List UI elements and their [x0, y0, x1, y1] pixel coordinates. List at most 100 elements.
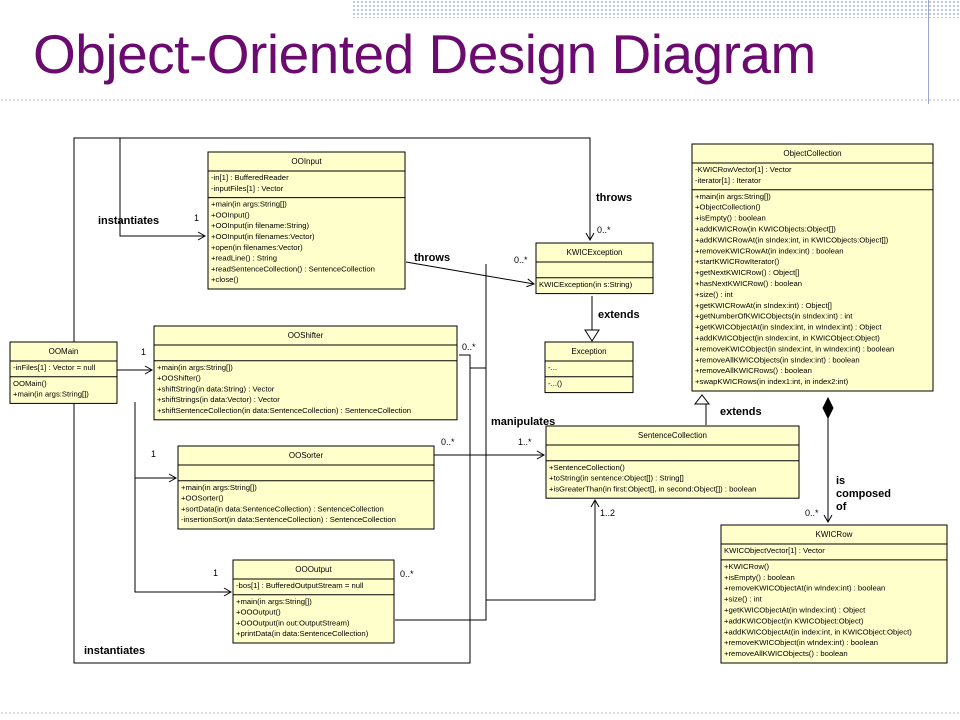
ooshifter-dependency-line: [459, 354, 486, 369]
class-operation: +readSentenceCollection() : SentenceColl…: [211, 264, 375, 273]
class-objectcollection: ObjectCollection -KWICRowVector[1] : Vect…: [691, 143, 934, 392]
class-name: Exception: [571, 347, 606, 356]
class-name: OOShifter: [288, 331, 324, 340]
class-operation: +removeKWICObject(in wIndex:int) : boole…: [724, 638, 878, 647]
multiplicity-sc-many: 1..*: [518, 437, 532, 447]
class-box-sentencecollection: [545, 425, 800, 499]
class-operation: +startKWICRowIterator(): [695, 257, 780, 266]
class-box-kwicrow: [720, 524, 948, 664]
class-operation: +getNextKWICRow() : Object[]: [695, 268, 799, 277]
class-operation: +size() : int: [724, 595, 763, 604]
class-ooinput: OOInput-in[1] : BufferedReader-inputFile…: [207, 151, 406, 290]
class-box-objectcollection: [691, 143, 934, 392]
class-attribute: -KWICRowVector[1] : Vector: [695, 165, 792, 174]
class-attribute: -in[1] : BufferedReader: [211, 173, 289, 182]
extends-label-collection: extends: [720, 406, 762, 418]
instantiates-label-top: instantiates: [98, 215, 159, 227]
class-operation: +OOInput(): [211, 210, 250, 219]
multiplicity-sorter-one: 1: [151, 449, 156, 459]
is-composed-of-label-3: of: [836, 501, 847, 513]
class-oooutput: OOOutput-bos[1] : BufferedOutputStream =…: [232, 559, 395, 644]
class-attribute: -bos[1] : BufferedOutputStream = null: [236, 581, 364, 590]
class-operation: +sortData(in data:SentenceCollection) : …: [181, 504, 384, 513]
class-box-oomain: [9, 341, 118, 404]
manipulates-label: manipulates: [491, 416, 555, 428]
extends-collection-arrowhead: [693, 394, 711, 405]
class-operation: +main(in args:String[]): [695, 192, 771, 201]
class-operation: +SentenceCollection(): [549, 463, 625, 472]
class-operation: +addKWICObjectAt(in index:int, in KWICOb…: [724, 627, 912, 636]
class-box-ooshifter: [153, 325, 458, 421]
oomain-to-oooutput-line: [134, 478, 233, 597]
class-operation: +hasNextKWICRow() : boolean: [695, 279, 802, 288]
class-operation: +getKWICRowAt(in sIndex:int) : Object[]: [695, 301, 832, 310]
class-operation: +addKWICRow(in KWICObjects:Object[]): [695, 225, 836, 234]
class-operation: +readLine() : String: [211, 254, 277, 263]
class-oomain: OOMain -inFiles[1] : Vector = nullOOMain(…: [9, 341, 118, 404]
class-operation: +shiftStrings(in data:Vector) : Vector: [157, 395, 280, 404]
class-name: KWICRow: [816, 530, 853, 539]
class-attribute: -inFiles[1] : Vector = null: [13, 363, 96, 372]
class-operation: +main(in args:String[]): [13, 390, 89, 399]
class-operation: +removeKWICRowAt(in index:int) : boolean: [695, 246, 843, 255]
class-operation: +swapKWICRows(in index1:int, in index2:i…: [695, 377, 849, 386]
instantiates-label-bottom: instantiates: [84, 645, 145, 657]
class-operation: +OOInput(in filename:String): [211, 221, 310, 230]
class-operation: +main(in args:String[]): [157, 363, 233, 372]
class-operation: +OOSorter(): [181, 494, 224, 503]
throws-from-ooinput-line: [405, 261, 535, 288]
class-name: OOMain: [49, 347, 79, 356]
class-operation: +getKWICObjectAt(in sIndex:int, in wInde…: [695, 323, 882, 332]
throws-from-frame-line: [74, 137, 595, 242]
class-sentencecollection: SentenceCollection+SentenceCollection()+…: [545, 425, 800, 499]
class-operation: +OOShifter(): [157, 374, 201, 383]
class-name: ObjectCollection: [783, 149, 841, 158]
composition-diamond: [822, 396, 834, 420]
class-operation: +main(in args:String[]): [236, 597, 312, 606]
class-operation: +size() : int: [695, 290, 734, 299]
extends-exception-arrowhead: [584, 329, 600, 342]
class-operation: +shiftString(in data:String) : Vector: [157, 384, 275, 393]
class-attribute: -iterator[1] : Iterator: [695, 176, 761, 185]
connector-lines: [73, 137, 834, 664]
multiplicity-shifter-many: 0..*: [462, 342, 476, 352]
class-oosorter: OOSorter+main(in args:String[])+OOSorter…: [177, 445, 435, 530]
is-composed-of-label-1: is: [836, 475, 845, 487]
class-operation: +toString(in sentence:Object[]) : String…: [549, 474, 684, 483]
title-divider: [0, 99, 960, 101]
class-operation: +removeAllKWICRows() : boolean: [695, 366, 812, 375]
multiplicity-input-one: 1: [194, 213, 199, 223]
bus-to-sentencecollection-line: [486, 498, 600, 601]
is-composed-of-label-2: composed: [836, 488, 891, 500]
class-operation: +open(in filenames:Vector): [211, 243, 303, 252]
class-operation: +removeKWICObject(in sIndex:int, in wInd…: [695, 344, 894, 353]
class-operation: +main(in args:String[]): [211, 200, 287, 209]
relationship-labels: instantiates instantiates throws throws …: [84, 192, 891, 657]
multiplicity-sorter-many: 0..*: [441, 437, 455, 447]
class-exception: Exception-...-...(): [544, 341, 634, 394]
extends-label-exception: extends: [598, 309, 640, 321]
right-bus-line: [395, 264, 487, 621]
class-box-ooinput: [207, 151, 406, 290]
class-operation: -insertionSort(in data:SentenceCollectio…: [181, 515, 396, 524]
class-operation: +addKWICObject(in KWICObject:Object): [724, 616, 864, 625]
multiplicity-shifter-one: 1: [141, 347, 146, 357]
class-box-oosorter: [177, 445, 435, 530]
class-operation: +printData(in data:SentenceCollection): [236, 629, 369, 638]
multiplicity-output-one: 1: [213, 568, 218, 578]
class-ooshifter: OOShifter +main(in args:String[]) +OOShift…: [153, 325, 458, 421]
class-operation: +addKWICRowAt(in sIndex:int, in KWICObje…: [695, 235, 889, 244]
class-operation: +isEmpty() : boolean: [695, 214, 766, 223]
decorative-dot-band: [352, 0, 960, 18]
class-operation: OOMain(): [13, 379, 47, 388]
class-operation: +removeKWICObjectAt(in wIndex:int) : boo…: [724, 584, 885, 593]
multiplicity-sc-bottom: 1..2: [600, 508, 615, 518]
class-operation: +getKWICObjectAt(in wIndex:int) : Object: [724, 606, 866, 615]
slide-title: Object-Oriented Design Diagram: [33, 23, 816, 85]
class-operation: +KWICRow(): [724, 562, 769, 571]
class-attribute: -...: [548, 363, 557, 372]
class-attribute: -inputFiles[1] : Vector: [211, 184, 284, 193]
